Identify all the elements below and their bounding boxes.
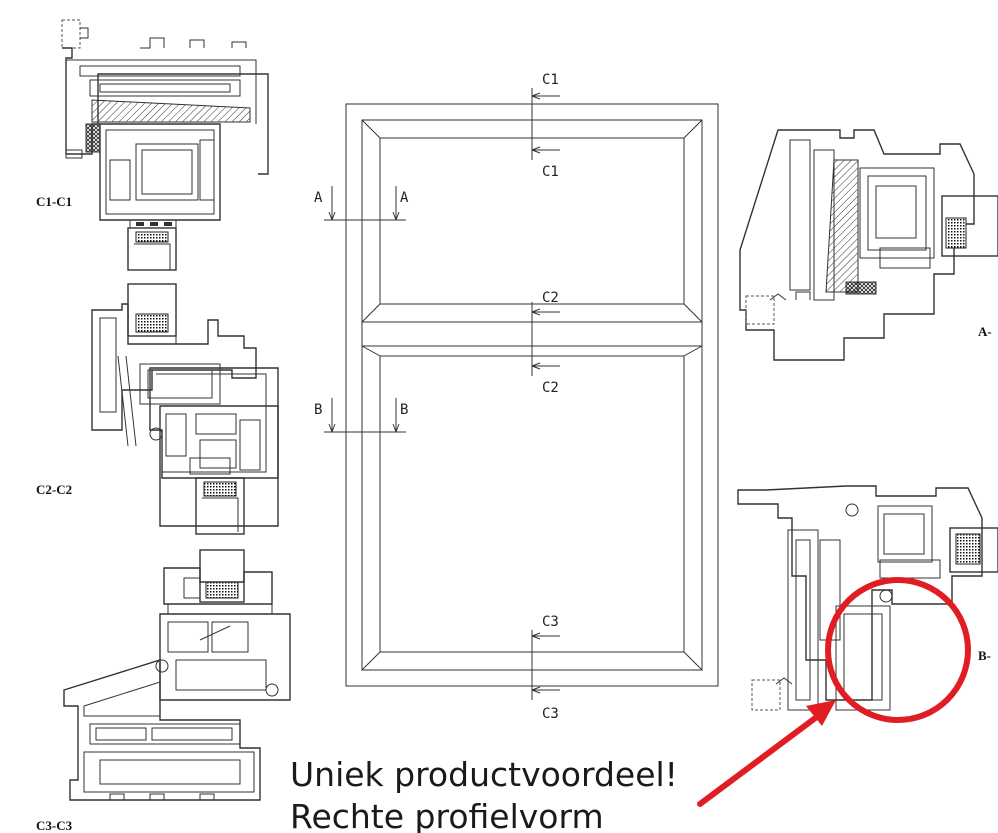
mark-c2-top: C2 <box>542 290 559 306</box>
window-elevation <box>324 88 719 700</box>
mark-a-left: A <box>314 190 323 206</box>
mark-a-right: A <box>400 190 409 206</box>
profile-c2 <box>91 283 279 535</box>
section-label-a: A- <box>978 324 992 339</box>
mark-c2-bottom: C2 <box>542 380 559 396</box>
mark-c1-bottom: C1 <box>542 164 559 180</box>
highlight-arrow <box>697 713 821 807</box>
callout-line-2: Rechte profielvorm <box>290 797 604 833</box>
section-label-b: B- <box>978 648 991 663</box>
mark-c3-bottom: C3 <box>542 706 559 722</box>
profile-a <box>739 129 998 361</box>
mark-c1-top: C1 <box>542 72 559 88</box>
callout-line-1: Uniek productvoordeel! <box>290 755 678 794</box>
mark-b-right: B <box>400 402 408 418</box>
highlight-circle <box>825 577 971 723</box>
section-label-c2: C2-C2 <box>36 482 72 497</box>
mark-b-left: B <box>314 402 322 418</box>
profile-c3 <box>63 549 291 801</box>
highlight-callout <box>697 577 971 807</box>
arrow-head <box>806 700 836 726</box>
mark-c3-top: C3 <box>542 614 559 630</box>
section-label-c1: C1-C1 <box>36 194 72 209</box>
profile-b <box>737 485 998 711</box>
section-label-c3: C3-C3 <box>36 818 73 833</box>
profile-c1 <box>61 19 269 271</box>
